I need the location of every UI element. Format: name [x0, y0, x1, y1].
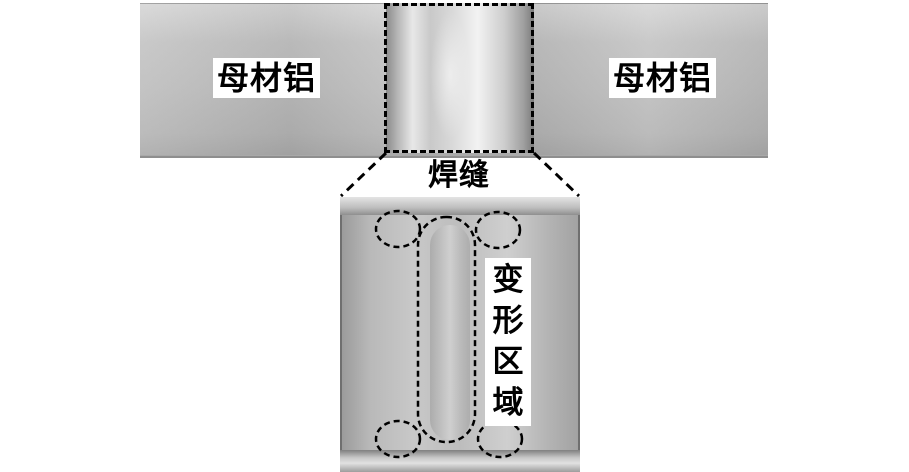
deformation-char-4: 域	[492, 385, 524, 421]
base-metal-label-right: 母材铝	[609, 58, 717, 98]
deformation-region-label: 变 形 区 域	[485, 258, 531, 426]
weld-selection-box	[384, 3, 534, 153]
weld-label: 焊缝	[428, 158, 490, 193]
deformation-char-1: 变	[492, 262, 524, 298]
deformation-circle-top-right	[474, 210, 522, 250]
weld-highlight	[430, 10, 470, 140]
zoom-line-left	[339, 151, 388, 198]
deformation-groove	[430, 225, 470, 440]
base-metal-label-left: 母材铝	[213, 58, 321, 98]
inset-bottom-edge	[340, 450, 580, 472]
deformation-char-3: 区	[492, 344, 524, 380]
deformation-circle-bottom-right	[476, 419, 524, 459]
deformation-circle-bottom-left	[374, 419, 422, 459]
zoom-line-right	[532, 151, 581, 198]
deformation-circle-top-left	[374, 209, 422, 249]
deformation-char-2: 形	[492, 303, 524, 339]
deformation-region-outline	[416, 215, 477, 444]
weld-closeup-inset	[340, 197, 580, 472]
